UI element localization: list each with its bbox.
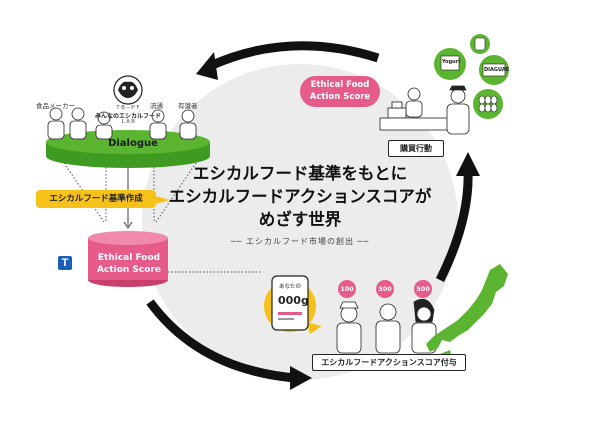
score-cylinder-line1: Ethical Food xyxy=(97,253,161,263)
cup-icon xyxy=(474,37,486,51)
phone-line xyxy=(278,318,294,320)
lab-logo-icon xyxy=(113,75,143,105)
japan-map xyxy=(426,264,508,362)
store-customer xyxy=(446,85,470,135)
role-retail: 流通 xyxy=(150,102,163,110)
consumer-3 xyxy=(411,298,437,354)
person-expert xyxy=(179,109,197,140)
score-grant-label: エシカルフードアクションスコア付与 xyxy=(312,354,466,371)
cycle-arrow-top xyxy=(208,41,380,71)
score-badge-100: 100 xyxy=(338,280,356,298)
phone-header: あなたの xyxy=(279,284,302,290)
cylinder-top xyxy=(88,231,168,245)
cycle-arrow-bottom xyxy=(146,299,297,383)
center-title-line3: めざす世界 xyxy=(258,210,342,229)
box-icon xyxy=(482,63,506,77)
down-arrow-head xyxy=(123,221,133,229)
center-title: エシカルフード基準をもとに エシカルフードアクションスコアが めざす世界 xyxy=(140,162,460,231)
score-badge-300: 300 xyxy=(376,280,394,298)
cycle-arrow-right xyxy=(435,169,473,283)
central-circle xyxy=(142,64,458,380)
eggs-icon xyxy=(478,95,498,113)
person-maker-2 xyxy=(69,107,87,140)
pedestal-top xyxy=(46,130,210,154)
score-badge-500: 500 xyxy=(414,280,432,298)
tpoint-logo: T xyxy=(58,256,72,270)
store-pill-line1: Ethical Food xyxy=(310,80,370,90)
person-retail xyxy=(149,109,167,140)
purchase-label: 購買行動 xyxy=(388,140,444,157)
product-box-label: DIAGUAE xyxy=(484,67,510,73)
lab-small-text: ＴＢ－ＰＦ xyxy=(115,105,141,111)
score-cylinder-line2: Action Score xyxy=(97,265,161,275)
cycle-arrow-top-head xyxy=(196,52,218,80)
center-subtitle-text: エシカルフード市場の創出 xyxy=(246,237,354,246)
product-yogurt-label: Yogurt xyxy=(442,59,461,65)
consumer-2 xyxy=(375,303,401,354)
center-subtitle: ── エシカルフード市場の創出 ── xyxy=(230,237,370,246)
dialogue-label: Dialogue xyxy=(108,138,158,149)
smartphone-icon xyxy=(271,275,309,331)
person-lab xyxy=(95,111,113,140)
cycle-arrow-right-head xyxy=(456,152,480,176)
criteria-banner: エシカルフード基準作成 xyxy=(36,190,156,208)
store-counter xyxy=(379,117,457,131)
cycle-arrow-bottom-head xyxy=(290,366,312,390)
lab-sub-text: ＬＡＢ xyxy=(120,119,136,125)
person-maker-1 xyxy=(47,107,65,140)
phone-bubble-tail xyxy=(306,322,322,334)
store-pill-line2: Action Score xyxy=(309,92,371,102)
center-title-line2: エシカルフードアクションスコアが xyxy=(168,187,432,206)
consumer-1 xyxy=(336,301,362,354)
role-expert: 有識者 xyxy=(178,102,198,110)
store-clerk xyxy=(405,87,423,118)
role-food-maker: 食品メーカー xyxy=(36,102,75,110)
score-cylinder-label: Ethical Food Action Score xyxy=(92,252,166,276)
center-title-line1: エシカルフード基準をもとに xyxy=(192,164,408,183)
lab-main-text: みんなのエシカルフード xyxy=(94,113,161,120)
yogurt-icon xyxy=(440,55,460,71)
phone-value: 000g xyxy=(278,294,309,307)
phone-bar xyxy=(278,312,302,315)
store-score-pill: Ethical Food Action Score xyxy=(300,76,380,107)
